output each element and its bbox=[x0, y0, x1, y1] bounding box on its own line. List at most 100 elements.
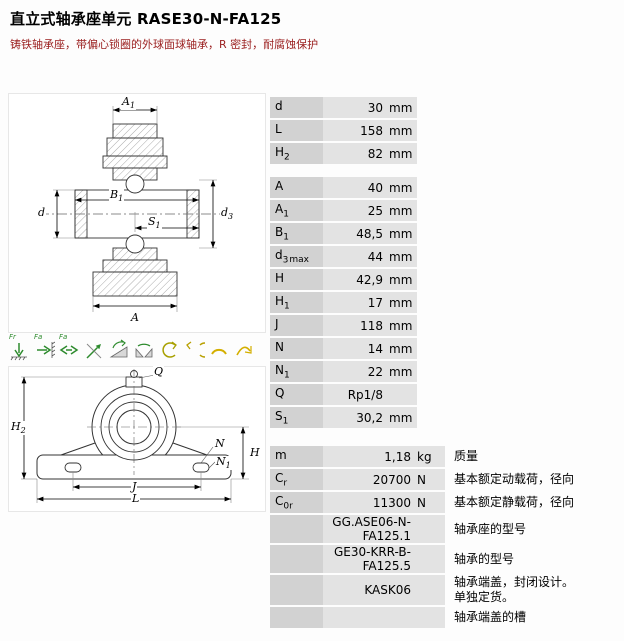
spec-row-Cr: Cr 20700 N 基本额定动载荷，径向 bbox=[270, 469, 622, 490]
dim-label: J bbox=[275, 316, 279, 331]
dim-label-J: J bbox=[131, 481, 138, 496]
dim-value: 118 bbox=[360, 318, 383, 333]
page-title: 直立式轴承座单元 RASE30-N-FA125 bbox=[10, 8, 610, 29]
page-subtitle: 铸铁轴承座，带偏心锁圈的外球面球轴承，R 密封，耐腐蚀保护 bbox=[10, 38, 319, 51]
dim-value: 25 bbox=[367, 203, 383, 218]
dim-label: A1 bbox=[275, 201, 289, 220]
spec-row-housing-designation: GG.ASE06-N-FA125.1 轴承座的型号 bbox=[270, 515, 622, 543]
dim-label-L: L bbox=[131, 493, 141, 508]
dim-unit: mm bbox=[389, 295, 413, 310]
dim-label-H2: H2 bbox=[10, 420, 27, 436]
dim-label: B1 bbox=[275, 224, 289, 243]
spec-row-N1: N1 22 mm bbox=[270, 361, 622, 382]
prop-description: 基本额定动载荷，径向 bbox=[454, 472, 575, 486]
prop-unit: N bbox=[417, 495, 426, 510]
dim-label-S1: S1 bbox=[147, 215, 162, 231]
dim-label: N1 bbox=[275, 362, 290, 381]
dim-unit: mm bbox=[389, 100, 413, 115]
dim-value: 30 bbox=[367, 100, 383, 115]
dim-label-N1: N1 bbox=[215, 455, 232, 471]
spec-row-N: N 14 mm bbox=[270, 338, 622, 359]
lubrication-icon bbox=[233, 336, 255, 362]
rotation-icon bbox=[183, 336, 205, 362]
dim-value: 82 bbox=[367, 146, 383, 161]
dim-label: A bbox=[275, 178, 284, 193]
dim-value: Rp1/8 bbox=[347, 387, 383, 402]
dim-label-Q: Q bbox=[153, 366, 165, 381]
dim-unit: mm bbox=[389, 364, 413, 379]
prop-label: Cr bbox=[275, 470, 288, 489]
dim-unit: mm bbox=[389, 272, 413, 287]
spec-row-d3max: d3max 44 mm bbox=[270, 246, 622, 267]
prop-value: 1,18 bbox=[384, 449, 411, 464]
speed-icon bbox=[158, 336, 180, 362]
prop-description: 质量 bbox=[454, 449, 479, 463]
dim-label-d3: d3 bbox=[220, 206, 235, 222]
spec-row-S1: S1 30,2 mm bbox=[270, 407, 622, 428]
axial-load-icon: Fa bbox=[33, 334, 55, 362]
dim-label-A1: A1 bbox=[121, 95, 137, 111]
dim-unit: mm bbox=[389, 180, 413, 195]
prop-description: 轴承端盖的槽 bbox=[454, 610, 527, 624]
dim-label: H bbox=[275, 270, 285, 285]
static-misalignment-icon bbox=[108, 336, 130, 362]
prop-description: 轴承的型号 bbox=[454, 551, 515, 566]
dim-label: L bbox=[275, 121, 282, 136]
section-drawing: A1 B1 S1 d d3 A bbox=[8, 93, 266, 333]
dim-label: H1 bbox=[275, 293, 290, 312]
dim-unit: mm bbox=[389, 318, 413, 333]
dim-unit: mm bbox=[389, 146, 413, 161]
dim-label: S1 bbox=[275, 408, 289, 427]
dim-value: 44 bbox=[367, 249, 383, 264]
dim-value: 14 bbox=[367, 341, 383, 356]
spec-row-A: A 40 mm bbox=[270, 177, 622, 198]
dim-label-A: A bbox=[130, 312, 140, 327]
axial-load-both-icon: Fa bbox=[58, 334, 80, 362]
spec-row-H2: H2 82 mm bbox=[270, 143, 622, 164]
spec-row-d: d 30 mm bbox=[270, 97, 622, 118]
dim-label-B1: B1 bbox=[109, 188, 125, 204]
prop-description: 轴承座的型号 bbox=[454, 521, 527, 536]
dim-label: H2 bbox=[275, 144, 290, 163]
dynamic-misalignment-icon bbox=[133, 336, 155, 362]
dim-value: 22 bbox=[367, 364, 383, 379]
dim-value: 40 bbox=[367, 180, 383, 195]
dim-value: 30,2 bbox=[356, 410, 383, 425]
dim-label-H: H bbox=[249, 447, 261, 462]
dim-unit: mm bbox=[389, 410, 413, 425]
prop-value: KASK06 bbox=[364, 583, 411, 597]
dim-label: d3max bbox=[275, 247, 309, 266]
dim-unit: mm bbox=[389, 249, 413, 264]
page-title-text: 直立式轴承座单元 bbox=[10, 10, 132, 28]
spec-row-J: J 118 mm bbox=[270, 315, 622, 336]
dim-label: d bbox=[275, 98, 283, 113]
prop-description: 基本额定静载荷，径向 bbox=[454, 495, 575, 509]
front-view-drawing: Q N N1 H H2 J L bbox=[8, 366, 266, 512]
dim-value: 42,9 bbox=[356, 272, 383, 287]
section-drawing-svg bbox=[39, 106, 235, 312]
dim-unit: mm bbox=[389, 226, 413, 241]
radial-load-icon: Fr bbox=[8, 334, 30, 362]
spec-row-end-cap: KASK06 轴承端盖，封闭设计。 单独定货。 bbox=[270, 575, 622, 605]
spec-row-bearing-designation: GE30-KRR-B-FA125.5 轴承的型号 bbox=[270, 545, 622, 573]
prop-value: 20700 bbox=[372, 472, 411, 487]
dim-unit: mm bbox=[389, 123, 413, 138]
dim-unit: mm bbox=[389, 341, 413, 356]
dim-label-d: d bbox=[37, 207, 47, 222]
spec-row-end-cap-groove: 轴承端盖的槽 bbox=[270, 607, 622, 628]
sealing-icon bbox=[208, 336, 230, 362]
prop-unit: N bbox=[417, 472, 426, 487]
front-view-svg bbox=[21, 369, 249, 503]
product-code: RASE30-N-FA125 bbox=[137, 10, 282, 28]
combined-load-icon bbox=[83, 336, 105, 362]
dim-label: Q bbox=[275, 385, 285, 400]
dim-label: N bbox=[275, 339, 284, 354]
page-header: 直立式轴承座单元 RASE30-N-FA125 铸铁轴承座，带偏心锁圈的外球面球… bbox=[10, 8, 610, 52]
feature-icon-strip: Fr Fa Fa bbox=[8, 334, 264, 362]
